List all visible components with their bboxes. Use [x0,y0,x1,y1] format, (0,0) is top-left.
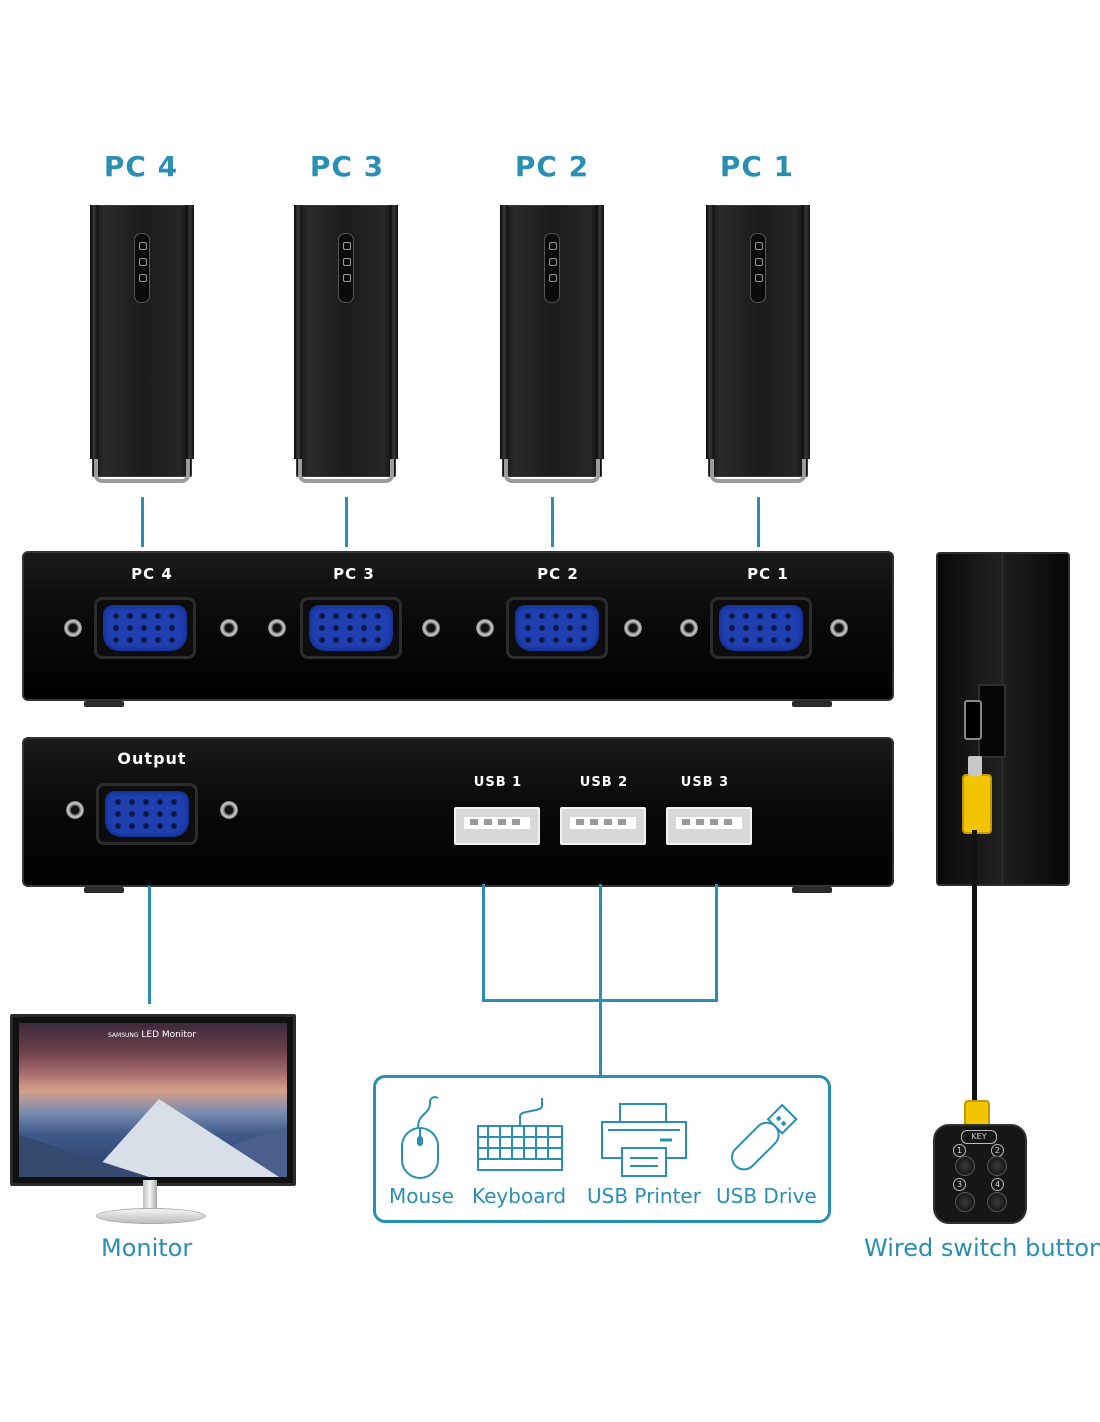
pc-label: PC 1 [719,150,795,183]
monitor-base [96,1208,206,1224]
front-ports [134,233,150,303]
button-number: 4 [991,1178,1004,1191]
device-label: USB Printer [587,1184,701,1208]
screw [220,619,238,637]
connector-line [551,497,554,547]
port-label: PC 2 [537,565,579,583]
connector-line [599,884,602,1076]
kvm-side-view [936,552,1070,886]
screw [422,619,440,637]
device-label: Keyboard [472,1184,567,1208]
tower-stand [298,459,394,483]
monitor-stand [143,1180,157,1210]
wired-switch-button[interactable]: KEY 1 2 3 4 [933,1124,1027,1224]
pc-label: PC 2 [514,150,590,183]
connector-line [148,886,151,1004]
pc-label: PC 3 [309,150,385,183]
vga-output-port[interactable] [96,783,198,845]
connector-line [345,497,348,547]
screw [830,619,848,637]
screw [64,619,82,637]
key-label: KEY [961,1130,997,1144]
usb-device-panel: Mouse Keyboard USB Printer USB Drive [373,1075,831,1223]
connector-line [482,999,718,1002]
pc-tower [90,205,194,483]
printer-icon [601,1103,687,1177]
usb-port-1[interactable] [454,807,540,845]
monitor-caption: Monitor [101,1234,193,1262]
screw [66,801,84,819]
usb-label: USB 2 [579,775,629,790]
front-ports [338,233,354,303]
pc-tower [294,205,398,483]
usb-label: USB 1 [473,775,523,790]
switch-button-1[interactable] [955,1156,975,1176]
screw [680,619,698,637]
front-ports [750,233,766,303]
vga-port-pc3[interactable] [300,597,402,659]
connector-line [141,497,144,547]
switch-cable [972,830,977,1102]
device-label: Mouse [389,1184,454,1208]
screw [268,619,286,637]
switch-button-2[interactable] [987,1156,1007,1176]
output-label: Output [117,749,187,768]
tower-stand [710,459,806,483]
mouse-icon [401,1096,439,1179]
usb-drive-icon [731,1103,798,1171]
connector-line [482,884,485,1002]
port-label: PC 3 [333,565,375,583]
vga-port-pc2[interactable] [506,597,608,659]
usb-label: USB 3 [680,775,730,790]
cable-connector [962,774,992,834]
switch-button-4[interactable] [987,1192,1007,1212]
connector-line [757,497,760,547]
screw [624,619,642,637]
front-ports [544,233,560,303]
monitor-brand: SAMSUNG LED Monitor [108,1030,197,1040]
kvm-output-panel: Output USB 1 USB 2 USB 3 [22,737,894,893]
usb-port-3[interactable] [666,807,752,845]
port-label: PC 1 [747,565,789,583]
screw [476,619,494,637]
hdmi-port[interactable] [964,700,982,740]
usb-port-2[interactable] [560,807,646,845]
button-number: 3 [953,1178,966,1191]
screw [220,801,238,819]
vga-port-pc1[interactable] [710,597,812,659]
vga-port-pc4[interactable] [94,597,196,659]
kvm-input-panel: PC 4 PC 3 PC 2 PC 1 [22,551,894,707]
wired-switch-caption: Wired switch button [864,1234,1100,1262]
port-label: PC 4 [131,565,173,583]
device-label: USB Drive [716,1184,817,1208]
switch-button-3[interactable] [955,1192,975,1212]
tower-stand [94,459,190,483]
pc-label: PC 4 [103,150,179,183]
keyboard-icon [477,1098,563,1171]
connector-line [715,884,718,1002]
tower-stand [504,459,600,483]
pc-tower [500,205,604,483]
pc-tower [706,205,810,483]
monitor-screen [19,1023,287,1177]
